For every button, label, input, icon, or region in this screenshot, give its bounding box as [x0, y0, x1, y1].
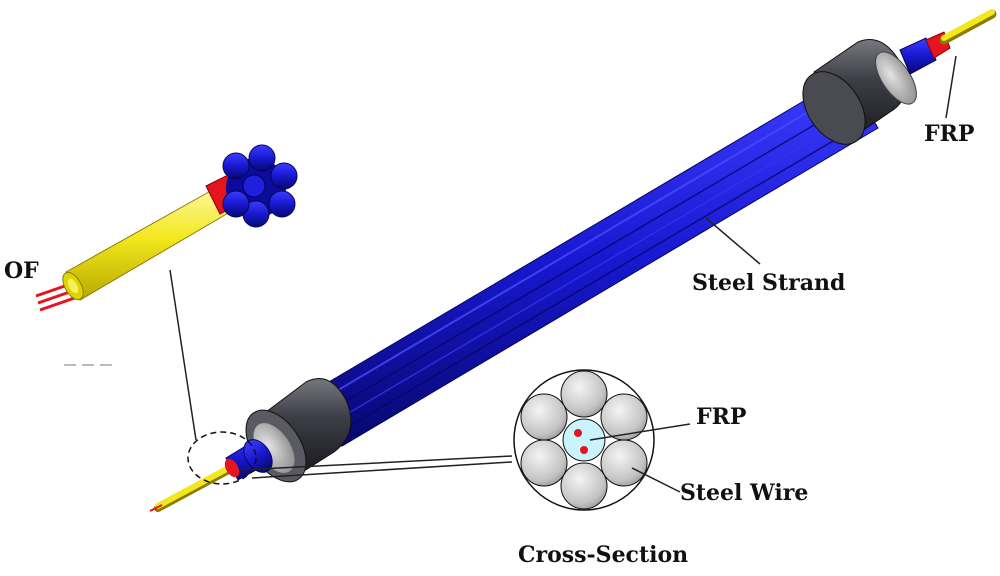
anchor-lower — [243, 378, 352, 483]
scan-artifact — [64, 364, 112, 366]
leader-frp-top — [945, 55, 957, 119]
frp-core — [562, 418, 606, 462]
leader-steel-strand — [705, 217, 761, 265]
of-frp-detail: OF — [4, 144, 298, 312]
leader-steel-wire — [631, 467, 681, 493]
blue-wire-bundle-end — [222, 144, 298, 228]
label-frp-cross: FRP — [696, 404, 746, 430]
detail-highlight-circle — [187, 431, 257, 485]
steel-wires — [520, 370, 648, 510]
anchor-upper — [802, 39, 917, 145]
strand-stub-upper — [899, 37, 937, 75]
steel-strand-body — [311, 75, 879, 447]
label-of: OF — [4, 258, 39, 284]
leader-cross-section-lower — [251, 461, 513, 479]
main-cable — [149, 9, 997, 512]
frp-rod-lower — [149, 461, 240, 512]
cross-section — [513, 369, 691, 511]
frp-rod-upper — [939, 9, 997, 45]
label-steel-strand: Steel Strand — [692, 270, 845, 296]
detail-leader-line — [169, 269, 197, 441]
red-sleeve-lower — [224, 458, 240, 478]
label-steel-wire: Steel Wire — [680, 480, 808, 506]
optical-fiber-dot — [580, 446, 588, 454]
label-cross-section: Cross-Section — [518, 542, 688, 568]
leader-frp-cross — [589, 423, 691, 441]
leader-cross-section — [239, 455, 513, 471]
label-frp-top: FRP — [924, 121, 974, 147]
frp-rod-detail — [62, 187, 231, 301]
optical-fiber-dot — [574, 429, 582, 437]
